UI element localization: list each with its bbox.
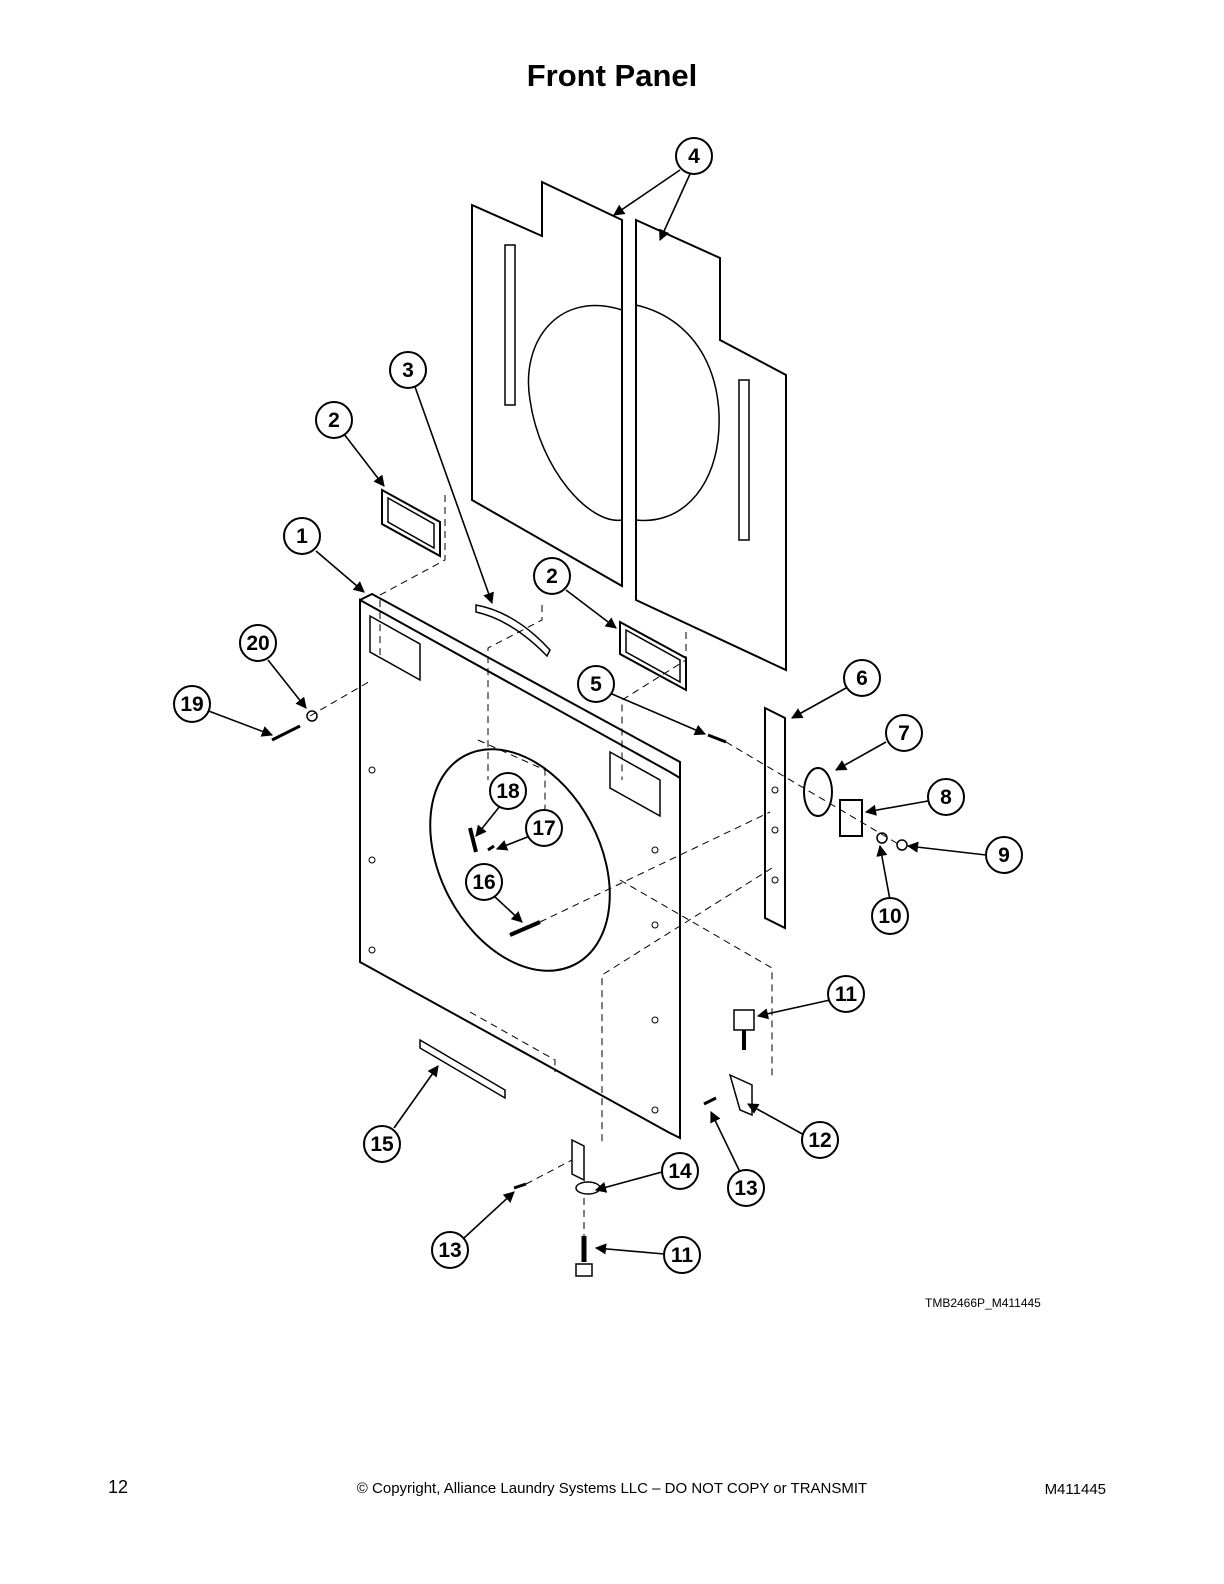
callout-17: 17 (525, 809, 563, 847)
callout-19: 19 (173, 685, 211, 723)
callout-circle (465, 863, 503, 901)
callout-18: 18 (489, 772, 527, 810)
callout-circle (533, 557, 571, 595)
callout-circle (431, 1231, 469, 1269)
door-switch (839, 799, 863, 837)
callout-circle (663, 1236, 701, 1274)
callout-circle (661, 1152, 699, 1190)
callout-13: 13 (431, 1231, 469, 1269)
callout-4: 4 (675, 137, 713, 175)
callout-label: 14 (668, 1160, 692, 1183)
callout-label: 10 (878, 905, 901, 928)
callout-circle (801, 1121, 839, 1159)
page-title: Front Panel (526, 58, 698, 93)
callout-label: 11 (835, 983, 858, 1006)
callout-5: 5 (577, 665, 615, 703)
callout-16: 16 (465, 863, 503, 901)
nut (896, 839, 908, 851)
callout-circle (727, 1169, 765, 1207)
callout-7: 7 (885, 714, 923, 752)
callout-label: 13 (734, 1177, 757, 1200)
callout-label: 2 (546, 565, 558, 588)
callout-8: 8 (927, 778, 965, 816)
callout-label: 16 (472, 871, 495, 894)
callout-label: 11 (671, 1244, 694, 1267)
callout-11: 11 (663, 1236, 701, 1274)
front-panel-body (359, 592, 681, 1140)
callout-label: 20 (246, 632, 269, 655)
callout-12: 12 (801, 1121, 839, 1159)
leader-arrows (205, 169, 987, 1255)
insulation-panel (471, 180, 787, 672)
callout-circle (885, 714, 923, 752)
drawing-id: TMB2466P_M411445 (925, 1296, 1041, 1310)
callout-circle (577, 665, 615, 703)
callout-15: 15 (363, 1125, 401, 1163)
callout-circle (363, 1125, 401, 1163)
callout-label: 17 (532, 817, 555, 840)
small-hardware (271, 710, 755, 1277)
callout-circle (843, 659, 881, 697)
callout-label: 7 (898, 722, 910, 745)
callout-3: 3 (389, 351, 427, 389)
hinge-bracket (764, 706, 786, 930)
callout-circle (489, 772, 527, 810)
callout-label: 12 (808, 1129, 831, 1152)
callout-circle (985, 836, 1023, 874)
switch-cover (803, 767, 833, 817)
callout-circle (927, 778, 965, 816)
callout-circle (827, 975, 865, 1013)
callout-label: 18 (496, 780, 520, 803)
callout-6: 6 (843, 659, 881, 697)
seal-strip (475, 604, 551, 658)
callout-label: 3 (402, 359, 414, 382)
callout-2: 2 (533, 557, 571, 595)
callout-label: 1 (296, 525, 308, 548)
callout-label: 2 (328, 409, 340, 432)
callout-circle (173, 685, 211, 723)
callout-circle (675, 137, 713, 175)
callout-label: 9 (998, 844, 1010, 867)
callout-circle (389, 351, 427, 389)
callout-11: 11 (827, 975, 865, 1013)
callout-label: 6 (856, 667, 868, 690)
callout-label: 8 (940, 786, 952, 809)
callout-label: 5 (590, 673, 602, 696)
callout-circle (525, 809, 563, 847)
page-number: 12 (108, 1477, 129, 1497)
callout-label: 4 (688, 145, 700, 168)
callout-circle (871, 897, 909, 935)
copyright-notice: © Copyright, Alliance Laundry Systems LL… (356, 1480, 868, 1497)
alignment-lines (309, 495, 901, 1236)
callout-label: 19 (180, 693, 203, 716)
callout-1: 1 (283, 517, 321, 555)
callout-9: 9 (985, 836, 1023, 874)
callout-2: 2 (315, 401, 353, 439)
callout-circle (239, 624, 277, 662)
gasket-lower (619, 620, 687, 692)
callout-20: 20 (239, 624, 277, 662)
document-number: M411445 (1044, 1481, 1106, 1498)
callout-10: 10 (871, 897, 909, 935)
callout-circle (315, 401, 353, 439)
callout-circle (283, 517, 321, 555)
callout-14: 14 (661, 1152, 699, 1190)
callout-label: 15 (370, 1133, 394, 1156)
callout-13: 13 (727, 1169, 765, 1207)
callout-label: 13 (438, 1239, 461, 1262)
gasket-upper (381, 488, 441, 558)
